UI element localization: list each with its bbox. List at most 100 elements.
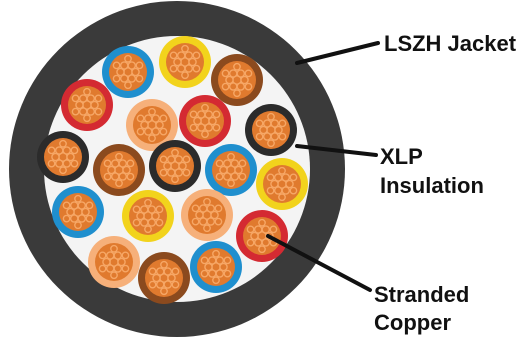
copper-strand — [105, 251, 115, 260]
copper-strand — [200, 269, 209, 278]
copper-strand — [176, 64, 186, 73]
copper-strand — [184, 64, 194, 73]
copper-strand — [285, 179, 294, 189]
core-2 — [159, 36, 211, 88]
copper-strand — [143, 127, 153, 136]
copper-strand — [127, 61, 137, 70]
copper-strand — [274, 125, 283, 135]
core-5 — [126, 99, 178, 151]
copper-strand — [112, 74, 121, 83]
copper-strand — [124, 54, 132, 63]
conductor-label-line2: Copper — [374, 310, 451, 335]
copper-strand — [122, 165, 131, 175]
copper-strand — [85, 201, 94, 210]
core-7 — [245, 104, 297, 156]
copper-strand — [273, 186, 283, 195]
copper-strand — [151, 114, 161, 123]
copper-strand — [54, 146, 64, 155]
copper-strand — [238, 172, 247, 181]
copper-strand — [132, 218, 141, 227]
copper-strand — [166, 155, 176, 164]
copper-strand — [85, 214, 94, 223]
copper-strand — [206, 204, 216, 213]
copper-strand — [230, 159, 240, 168]
copper-strand — [171, 148, 179, 157]
copper-strand — [203, 224, 211, 233]
copper-strand — [246, 238, 255, 247]
copper-strand — [62, 159, 72, 168]
copper-strand — [124, 81, 132, 90]
copper-strand — [171, 175, 179, 184]
copper-strand — [221, 82, 230, 91]
copper-strand — [70, 146, 79, 155]
copper-strand — [83, 87, 91, 96]
copper-strand — [116, 67, 125, 77]
copper-strand — [236, 82, 246, 91]
copper-strand — [74, 221, 82, 230]
copper-strand — [107, 165, 116, 175]
copper-strand — [166, 168, 176, 177]
copper-strand — [151, 127, 161, 136]
copper-strand — [103, 172, 112, 181]
core-9 — [93, 144, 145, 196]
copper-strand — [155, 218, 164, 227]
core-18 — [138, 252, 190, 304]
pointer-lines — [266, 41, 380, 292]
copper-strand — [148, 107, 156, 116]
copper-strand — [214, 217, 223, 226]
copper-strand — [163, 267, 173, 276]
copper-strand — [233, 62, 241, 71]
copper-strand — [253, 225, 263, 234]
copper-strand — [207, 256, 217, 265]
copper-strand — [204, 110, 214, 119]
copper-strand — [110, 159, 120, 168]
copper-strand — [144, 198, 152, 207]
copper-strand — [244, 69, 253, 78]
core-12 — [256, 158, 308, 210]
copper-strand — [196, 110, 206, 119]
copper-strand — [148, 134, 156, 143]
copper-strand — [223, 256, 232, 265]
copper-strand — [102, 257, 111, 267]
copper-strand — [191, 217, 200, 226]
copper-strand — [147, 205, 157, 214]
copper-strand — [215, 269, 225, 278]
copper-strand — [69, 214, 79, 223]
copper-strand — [200, 256, 209, 265]
copper-strand — [131, 67, 140, 77]
copper-strand — [159, 114, 168, 123]
core-17 — [88, 236, 140, 288]
copper-strand — [139, 205, 149, 214]
copper-strand — [215, 159, 224, 168]
copper-strand — [139, 218, 149, 227]
core-3 — [211, 54, 263, 106]
copper-strand — [143, 114, 153, 123]
copper-strand — [94, 107, 103, 116]
copper-strand — [136, 114, 145, 123]
copper-strand — [278, 132, 287, 141]
copper-strand — [198, 204, 208, 213]
copper-strand — [136, 211, 145, 221]
copper-strand — [59, 166, 67, 175]
copper-strand — [273, 173, 283, 182]
copper-strand — [70, 159, 79, 168]
copper-strand — [278, 166, 286, 175]
copper-strand — [201, 130, 209, 139]
copper-strand — [160, 287, 168, 296]
copper-strand — [136, 127, 145, 136]
copper-strand — [222, 172, 232, 181]
copper-strand — [204, 262, 213, 272]
copper-strand — [178, 161, 187, 171]
copper-strand — [148, 280, 157, 289]
core-19 — [190, 241, 242, 293]
copper-strand — [266, 186, 275, 195]
core-13 — [52, 186, 104, 238]
copper-strand — [266, 173, 275, 182]
copper-strand — [77, 214, 87, 223]
copper-strand — [233, 89, 241, 98]
copper-strand — [81, 207, 90, 217]
copper-strand — [230, 172, 240, 181]
copper-strand — [174, 168, 184, 177]
